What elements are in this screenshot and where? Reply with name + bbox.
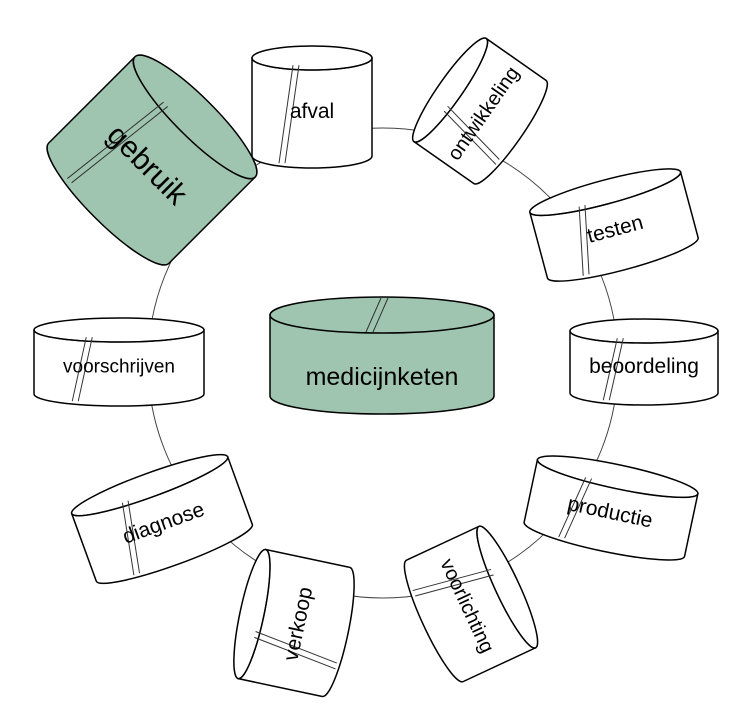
stage-band-ontwikkeling-seam-2 — [447, 105, 500, 160]
stage-band-verkoop: verkoop — [233, 548, 355, 698]
stage-band-afval: afval — [251, 45, 373, 169]
stage-label-beoordeling: beoordeling — [589, 355, 699, 378]
stage-band-gebruik-seam-2 — [71, 106, 169, 184]
center-cylinder-seam-2 — [372, 297, 389, 333]
stage-band-testen-side — [528, 171, 699, 282]
stage-band-ontwikkeling-inner-edge — [413, 37, 489, 143]
stage-band-voorschrijven: voorschrijven — [33, 317, 205, 407]
stage-band-beoordeling: beoordeling — [569, 318, 719, 406]
stage-band-afval-seam-2 — [284, 65, 300, 164]
stage-band-diagnose-inner-edge — [71, 456, 229, 517]
stage-band-beoordeling-side — [569, 330, 719, 406]
stage-band-voorlichting-inner-edge — [476, 525, 536, 649]
stage-band-beoordeling-seam-2 — [608, 338, 624, 401]
center-label: medicijnketen — [306, 363, 459, 391]
stage-band-productie: productie — [523, 455, 699, 561]
center-cylinder-side — [269, 314, 495, 415]
stage-band-ontwikkeling-seam — [443, 110, 497, 165]
stage-band-testen-seam — [578, 206, 584, 276]
stage-band-voorschrijven-seam-2 — [77, 337, 93, 402]
stage-band-verkoop-inner-edge — [238, 548, 271, 680]
stage-band-gebruik: gebruik — [46, 54, 258, 266]
stage-band-testen-inner-edge — [529, 171, 682, 217]
stage-band-ontwikkeling-side — [412, 37, 549, 185]
stage-band-testen-seam-2 — [584, 205, 590, 275]
stage-band-verkoop-seam-2 — [255, 631, 337, 664]
stage-band-diagnose-side — [70, 455, 254, 585]
center-cylinder-top — [269, 296, 495, 334]
stage-band-productie-seam-2 — [564, 478, 593, 539]
stage-band-diagnose-seam-2 — [127, 500, 141, 574]
center-cylinder: medicijnketen — [269, 296, 495, 415]
stage-band-afval-seam — [278, 65, 294, 164]
center-cylinder-seam — [365, 297, 382, 333]
stage-band-voorlichting-seam — [412, 568, 492, 592]
stage-band-diagnose: diagnose — [70, 453, 254, 585]
stage-band-productie-inner-edge — [536, 459, 699, 498]
stage-band-beoordeling-seam — [602, 338, 618, 401]
stage-band-ontwikkeling: ontwikkeling — [411, 37, 549, 185]
stage-band-afval-inner-edge — [251, 57, 373, 71]
stage-band-productie-seam — [558, 477, 587, 538]
stage-band-voorlichting-side — [403, 525, 537, 683]
stage-band-voorschrijven-seam — [71, 337, 87, 402]
stage-band-diagnose-seam — [121, 502, 135, 576]
stage-band-voorschrijven-side — [33, 329, 205, 407]
stage-band-beoordeling-inner-edge — [569, 330, 719, 344]
stage-band-verkoop-seam — [254, 636, 336, 670]
stage-band-voorlichting: voorlichting — [403, 525, 539, 683]
stage-label-voorschrijven: voorschrijven — [63, 356, 175, 377]
stage-label-afval: afval — [290, 100, 334, 123]
stage-band-gebruik-seam — [67, 101, 164, 179]
stage-band-voorschrijven-inner-edge — [33, 329, 205, 343]
stage-band-testen: testen — [528, 168, 699, 282]
stage-band-voorlichting-seam-2 — [415, 574, 494, 597]
stage-band-gebruik-inner-edge — [132, 56, 256, 180]
stage-band-gebruik-side — [46, 55, 257, 266]
